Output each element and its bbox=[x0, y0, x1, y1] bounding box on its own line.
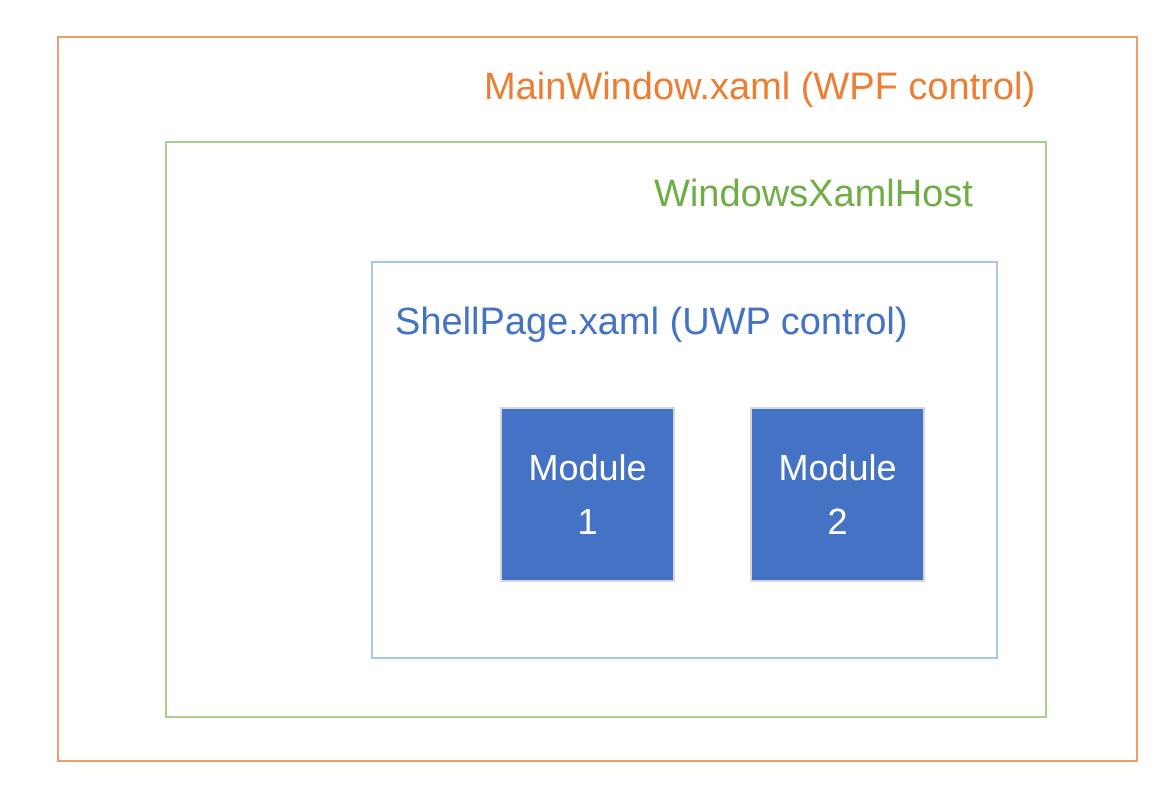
module-1-number: 1 bbox=[577, 500, 598, 542]
windows-xaml-host-box: WindowsXamlHost ShellPage.xaml (UWP cont… bbox=[165, 141, 1047, 718]
module-2-number: 2 bbox=[827, 500, 848, 542]
module-1-box: Module 1 bbox=[500, 407, 675, 582]
module-1-label: Module 1 bbox=[528, 441, 646, 549]
module-2-box: Module 2 bbox=[750, 407, 925, 582]
module-2-name: Module bbox=[778, 446, 897, 488]
shellpage-uwp-label: ShellPage.xaml (UWP control) bbox=[395, 301, 908, 343]
module-1-name: Module bbox=[528, 446, 647, 488]
mainwindow-wpf-box: MainWindow.xaml (WPF control) WindowsXam… bbox=[57, 36, 1138, 762]
module-2-label: Module 2 bbox=[778, 441, 896, 549]
shellpage-uwp-box: ShellPage.xaml (UWP control) Module 1 Mo… bbox=[371, 261, 998, 659]
mainwindow-wpf-label: MainWindow.xaml (WPF control) bbox=[484, 66, 1036, 108]
windows-xaml-host-label: WindowsXamlHost bbox=[654, 173, 973, 215]
